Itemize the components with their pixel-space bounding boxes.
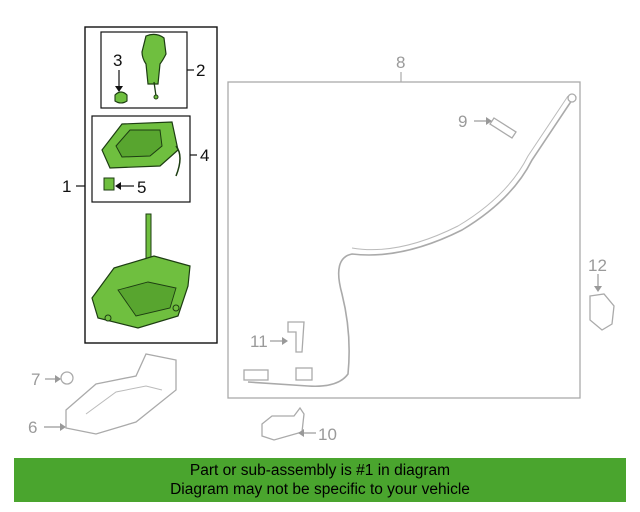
callout-3[interactable]: 3 [113, 51, 122, 70]
base-bracket-part-6[interactable] [65, 353, 177, 435]
callout-4[interactable]: 4 [200, 146, 209, 165]
callout-6[interactable]: 6 [28, 418, 37, 437]
bracket-part-9[interactable] [489, 117, 517, 139]
assembly-1-box [84, 26, 218, 344]
shift-bezel-part-4[interactable] [101, 121, 181, 177]
clip-part-11[interactable] [287, 321, 305, 353]
callout-1[interactable]: 1 [62, 177, 71, 196]
bezel-subassembly-box [91, 115, 191, 203]
callout-11[interactable]: 11 [250, 332, 268, 351]
callout-10[interactable]: 10 [318, 425, 337, 444]
bracket-part-10[interactable] [261, 406, 305, 441]
shifter-assembly-body[interactable] [91, 213, 191, 329]
callout-5[interactable]: 5 [137, 178, 146, 197]
callout-12[interactable]: 12 [588, 256, 607, 275]
banner-line-1: Part or sub-assembly is #1 in diagram [189, 462, 451, 479]
cable-box-8 [227, 81, 581, 399]
callout-8[interactable]: 8 [396, 53, 405, 72]
clip-part-3[interactable] [114, 91, 128, 104]
assembly-notice-banner: Part or sub-assembly is #1 in diagram Di… [14, 458, 626, 502]
nut-part-7[interactable] [60, 371, 74, 385]
shift-cable-part-8[interactable] [243, 93, 577, 388]
mount-part-12[interactable] [589, 293, 615, 331]
shift-knob-part-2[interactable] [141, 33, 167, 100]
switch-part-5[interactable] [103, 177, 115, 191]
callout-9[interactable]: 9 [458, 112, 467, 131]
callout-2[interactable]: 2 [196, 61, 205, 80]
banner-line-2: Diagram may not be specific to your vehi… [170, 481, 470, 498]
callout-7[interactable]: 7 [31, 370, 40, 389]
